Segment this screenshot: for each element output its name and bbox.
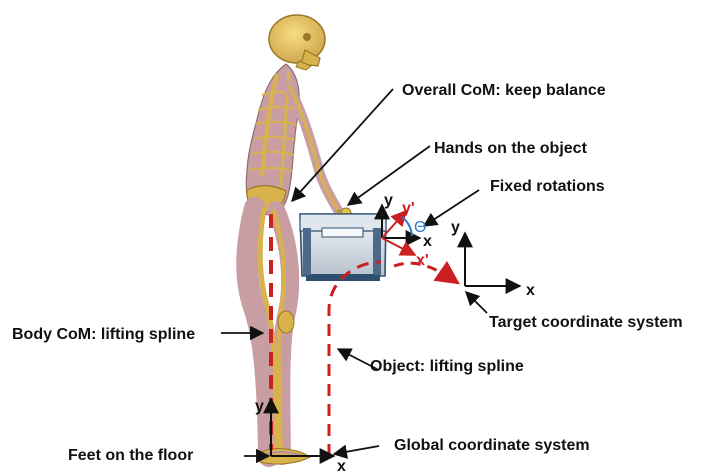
body-com-label: Body CoM: lifting spline: [12, 326, 195, 343]
skull: [269, 15, 325, 70]
target-cs-label: Target coordinate system: [489, 314, 683, 331]
feet-floor-label: Feet on the floor: [68, 447, 193, 464]
rotated-x-label: x': [416, 252, 429, 269]
arm: [288, 86, 355, 235]
target-axes: [465, 233, 520, 286]
global-x-label: x: [337, 458, 346, 474]
global-cs-label: Global coordinate system: [394, 437, 590, 454]
target-y-label: y: [451, 219, 460, 236]
lifting-box-icon: [300, 214, 386, 281]
axis-labels: y x y' x' Θ y x y x: [255, 192, 535, 474]
rotated-y-label: y': [402, 200, 415, 217]
target-x-label: x: [526, 282, 535, 299]
global-y-label: y: [255, 398, 264, 415]
object-spline-label: Object: lifting spline: [370, 358, 524, 375]
hands-object-label: Hands on the object: [434, 140, 588, 157]
overall-com-label: Overall CoM: keep balance: [402, 82, 606, 99]
theta-label: Θ: [414, 219, 426, 236]
fixed-rotations-label: Fixed rotations: [490, 178, 605, 195]
object-y-label: y: [384, 192, 393, 209]
